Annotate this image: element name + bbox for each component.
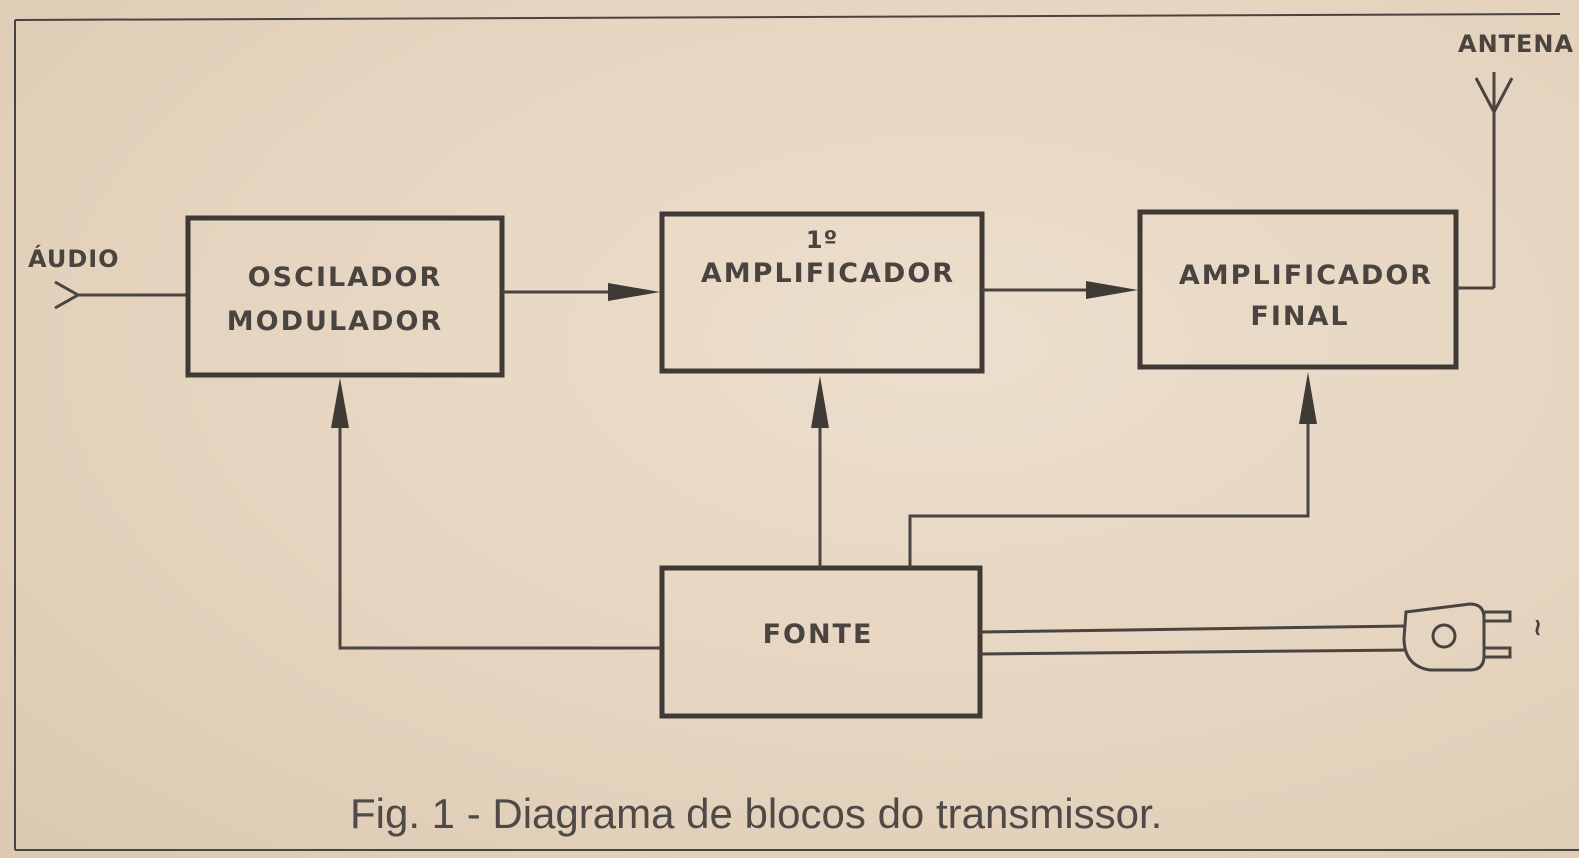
- source-to-oscillator-line: [338, 420, 662, 650]
- power-cable-bottom: [979, 648, 1407, 656]
- source-to-final-arrowhead-icon: [1299, 372, 1317, 424]
- audio-input-arrow-icon: [54, 280, 82, 310]
- ac-symbol: ~: [1524, 617, 1552, 638]
- osc-to-amp1-arrowhead-icon: [608, 283, 660, 301]
- amp1-label-line1: 1º: [806, 226, 838, 254]
- first-amplifier-block: [659, 211, 985, 374]
- source-to-oscillator-arrowhead-icon: [331, 378, 349, 428]
- power-plug-icon: [1402, 602, 1512, 672]
- audio-label: ÁUDIO: [28, 244, 120, 273]
- antenna-icon: [1474, 77, 1514, 116]
- final-label-line1: AMPLIFICADOR: [1179, 260, 1433, 291]
- source-to-final-line: [908, 420, 1310, 568]
- power-cable-top: [979, 624, 1407, 634]
- figure-caption: Fig. 1 - Diagrama de blocos do transmiss…: [350, 790, 1162, 837]
- antenna-label: ANTENA: [1458, 30, 1574, 58]
- amp1-label-line2: AMPLIFICADOR: [701, 258, 955, 289]
- source-to-amp1-arrowhead-icon: [811, 376, 829, 428]
- oscillator-label-line1: OSCILADOR: [248, 262, 443, 293]
- source-label: FONTE: [763, 619, 874, 650]
- oscillator-modulator-block: [185, 215, 505, 378]
- oscillator-label-line2: MODULADOR: [227, 306, 443, 337]
- amp1-to-final-arrowhead-icon: [1086, 281, 1138, 299]
- final-label-line2: FINAL: [1250, 301, 1349, 332]
- frame-top-edge: [14, 13, 1561, 21]
